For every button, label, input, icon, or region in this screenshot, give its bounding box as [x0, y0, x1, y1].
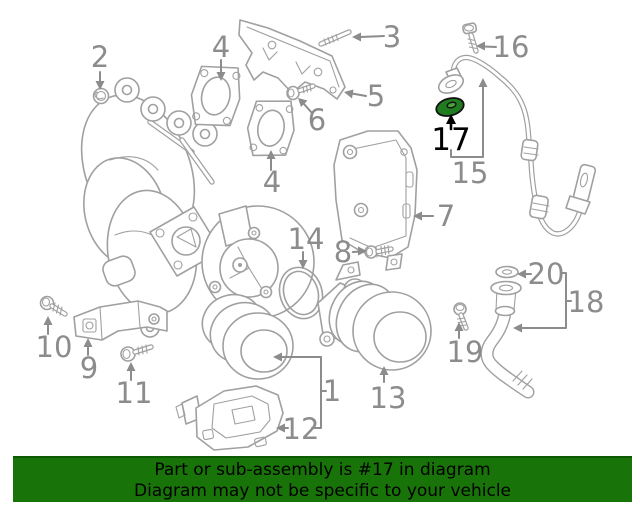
part-bolt-6	[286, 83, 316, 101]
callout-14[interactable]: 14	[288, 222, 325, 269]
callout-17-label: 17	[431, 122, 470, 158]
banner-line1: Part or sub-assembly is #17 in diagram	[154, 460, 491, 480]
notice-banner: Part or sub-assembly is #17 in diagram D…	[13, 456, 632, 502]
callout-6-label: 6	[308, 103, 326, 137]
callout-9-label: 9	[80, 351, 98, 385]
part-turbo-gasket-b	[246, 100, 295, 157]
callout-2-label: 2	[91, 40, 109, 74]
callout-13-label: 13	[370, 381, 407, 415]
part-actuator-motor	[317, 261, 432, 371]
callout-1-label: 1	[323, 374, 341, 408]
callout-4-top[interactable]: 4	[212, 30, 230, 81]
callout-10[interactable]: 10	[36, 316, 73, 364]
callout-1[interactable]: 1	[273, 352, 341, 429]
callout-16-label: 16	[493, 30, 530, 64]
part-sealing-washer-20	[495, 265, 519, 279]
part-oil-return-pipe	[480, 280, 535, 399]
part-support-bracket	[73, 300, 168, 341]
callout-17-highlighted[interactable]: 17	[431, 114, 471, 158]
callout-9[interactable]: 9	[80, 338, 98, 385]
manifold-flange-lobes	[114, 77, 218, 147]
callout-13[interactable]: 13	[370, 366, 407, 415]
callout-15-label: 15	[452, 156, 489, 190]
callout-3[interactable]: 3	[352, 20, 401, 54]
callout-8-label: 8	[334, 235, 352, 269]
callout-19-label: 19	[447, 335, 484, 369]
part-stud-3	[318, 29, 352, 47]
callout-4-bottom[interactable]: 4	[263, 150, 281, 199]
part-nut-2	[92, 87, 110, 105]
part-o-ring	[278, 266, 324, 320]
callout-7-label: 7	[437, 199, 455, 233]
part-exhaust-manifold	[80, 77, 218, 338]
callout-11[interactable]: 11	[116, 362, 153, 410]
callout-4-bottom-label: 4	[263, 165, 281, 199]
part-bolt-19	[453, 302, 469, 331]
banner-line2: Diagram may not be specific to your vehi…	[133, 481, 511, 501]
callout-20-label: 20	[528, 257, 565, 291]
callout-18[interactable]: 18	[513, 272, 605, 333]
callout-6[interactable]: 6	[298, 98, 326, 137]
callout-12-label: 12	[283, 412, 320, 446]
callout-5-label: 5	[367, 79, 385, 113]
part-bolt-11	[120, 344, 154, 362]
callout-18-label: 18	[568, 285, 605, 319]
part-17-seal-highlighted[interactable]	[434, 95, 465, 119]
callout-16[interactable]: 16	[476, 30, 529, 64]
part-turbocharger	[149, 205, 315, 380]
part-bolt-16	[462, 22, 479, 54]
part-upper-heat-shield	[238, 19, 346, 100]
callout-8[interactable]: 8	[334, 235, 367, 269]
callout-7[interactable]: 7	[413, 199, 455, 233]
callout-12[interactable]: 12	[276, 412, 319, 446]
callout-14-label: 14	[288, 222, 325, 256]
callout-5[interactable]: 5	[344, 79, 385, 113]
part-bolt-10	[39, 295, 68, 317]
part-turbo-heat-shield	[333, 130, 418, 271]
callout-15[interactable]: 15	[450, 78, 489, 190]
part-oil-feed-pipe	[437, 54, 597, 237]
callout-4-top-label: 4	[212, 30, 230, 64]
callout-20[interactable]: 20	[517, 257, 564, 291]
callout-11-label: 11	[116, 376, 153, 410]
callout-10-label: 10	[36, 330, 73, 364]
callout-19[interactable]: 19	[447, 322, 484, 369]
callout-3-label: 3	[383, 20, 401, 54]
callout-2[interactable]: 2	[91, 40, 109, 90]
part-turbo-gasket-a	[190, 65, 241, 127]
part-control-unit	[175, 385, 284, 451]
